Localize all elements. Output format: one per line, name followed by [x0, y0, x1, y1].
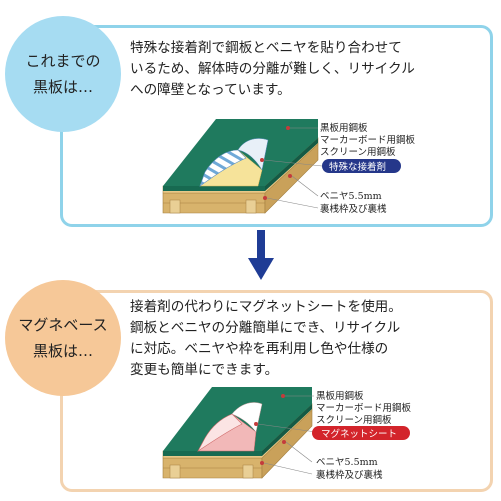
before-description: 特殊な接着剤で鋼板とベニヤを貼り合わせて いるため、解体時の分離が難しく、リサイ…	[130, 40, 415, 98]
before-title-line2: 黒板は…	[32, 78, 93, 96]
after-label-steel3: スクリーン用鋼板	[316, 414, 392, 426]
before-label-frame: 裏桟枠及び裏桟	[320, 203, 387, 215]
after-title-badge: マグネベース 黒板は…	[5, 280, 121, 396]
after-label-plywood: ベニヤ5.5mm	[316, 457, 378, 468]
after-description: 接着剤の代わりにマグネットシートを使用。 鋼板とベニヤの分離簡単にでき、リサイク…	[130, 299, 402, 378]
after-label-frame: 裏桟枠及び裏桟	[316, 469, 383, 481]
before-label-steel2: マーカーボード用鋼板	[320, 134, 416, 146]
before-title-badge: これまでの 黒板は…	[5, 16, 121, 132]
after-label-magnet: マグネットシート	[321, 428, 397, 440]
after-board-diagram: 黒板用鋼板 マーカーボード用鋼板 スクリーン用鋼板 マグネットシート ベニヤ5.…	[162, 387, 412, 481]
after-peeled-steel	[197, 413, 243, 452]
before-peeled-steel	[199, 149, 247, 187]
arrow-down-icon	[248, 230, 274, 280]
after-label-steel2: マーカーボード用鋼板	[316, 402, 412, 414]
after-label-steel1: 黒板用鋼板	[316, 390, 364, 402]
after-frame-layer	[162, 409, 313, 479]
after-title-line1: マグネベース	[18, 316, 108, 334]
before-frame-layer	[162, 143, 319, 214]
before-label-adhesive: 特殊な接着剤	[329, 161, 386, 173]
after-magnet-tag	[312, 426, 410, 440]
before-adhesive-tag	[322, 159, 401, 173]
before-label-steel3: スクリーン用鋼板	[320, 146, 396, 158]
before-label-steel1: 黒板用鋼板	[320, 122, 368, 134]
after-title-line2: 黒板は…	[32, 342, 93, 360]
before-board-diagram: 黒板用鋼板 マーカーボード用鋼板 スクリーン用鋼板 特殊な接着剤 ベニヤ5.5m…	[162, 119, 416, 215]
before-label-plywood: ベニヤ5.5mm	[320, 191, 382, 202]
before-title-line1: これまでの	[25, 52, 101, 70]
